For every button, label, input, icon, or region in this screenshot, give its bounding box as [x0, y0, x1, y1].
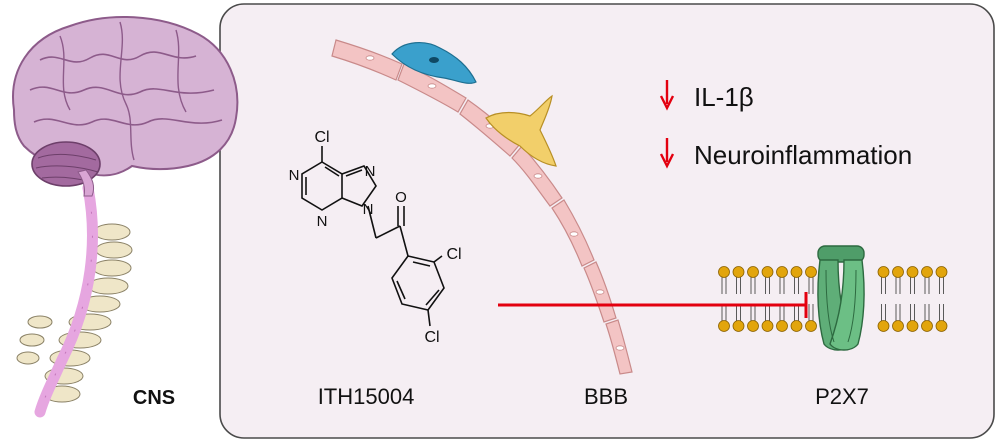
lipid-head [761, 320, 774, 332]
ith15004-molecule [301, 146, 445, 327]
lipid-head [776, 266, 788, 278]
lipid-head [877, 266, 890, 278]
atom-n-left-top: N [289, 167, 300, 184]
cell-membrane [718, 266, 948, 332]
lipid-head [935, 320, 948, 332]
receptor-label: P2X7 [815, 384, 869, 409]
lipid-head [805, 266, 817, 278]
lipid-head [805, 320, 817, 332]
effect-il1b: IL-1β [659, 80, 754, 112]
lipid-head [935, 266, 948, 278]
lipid-head [892, 266, 904, 278]
atom-cl-top: Cl [314, 129, 329, 146]
lipid-head [747, 266, 759, 278]
content-panel [219, 3, 995, 439]
lipid-head [877, 320, 890, 332]
barrier-label: BBB [584, 384, 628, 409]
compound-label: ITH15004 [318, 384, 415, 409]
lipid-head [906, 266, 919, 278]
spinal-cord-icon [16, 182, 133, 418]
atom-n-right-bottom: N [363, 201, 374, 218]
lipid-head [732, 320, 745, 332]
lipid-head [776, 320, 788, 332]
effect-il1b-text: IL-1β [694, 82, 754, 112]
effect-neuroinflammation: Neuroinflammation [659, 138, 912, 170]
atom-n-left-bottom: N [317, 213, 328, 230]
blood-brain-barrier-icon [331, 39, 633, 375]
lipid-head [718, 320, 730, 332]
down-arrow-icon [659, 138, 675, 169]
atom-o: O [395, 189, 407, 206]
molecule-atom-labels: Cl N N N N O Cl Cl [289, 129, 462, 346]
lipid-head [921, 320, 933, 332]
lipid-head [718, 266, 730, 278]
p2x7-channel-icon [817, 245, 865, 351]
down-arrow-icon [659, 80, 675, 111]
brain-icon [12, 15, 239, 197]
lipid-head [761, 266, 774, 278]
lipid-head [790, 266, 803, 278]
astrocyte-cell [391, 42, 477, 84]
pericyte-cell [485, 94, 557, 167]
atom-n-right-top: N [365, 163, 376, 180]
lipid-head [921, 266, 933, 278]
lipid-head [906, 320, 919, 332]
effect-neuroinflammation-text: Neuroinflammation [694, 140, 912, 170]
inhibition-line [498, 292, 808, 318]
lipid-head [747, 320, 759, 332]
lipid-head [892, 320, 904, 332]
lipid-head [790, 320, 803, 332]
atom-cl-ring-bottom: Cl [424, 329, 439, 346]
cns-label: CNS [133, 387, 175, 409]
lipid-head [732, 266, 745, 278]
atom-cl-ring-right: Cl [446, 246, 461, 263]
